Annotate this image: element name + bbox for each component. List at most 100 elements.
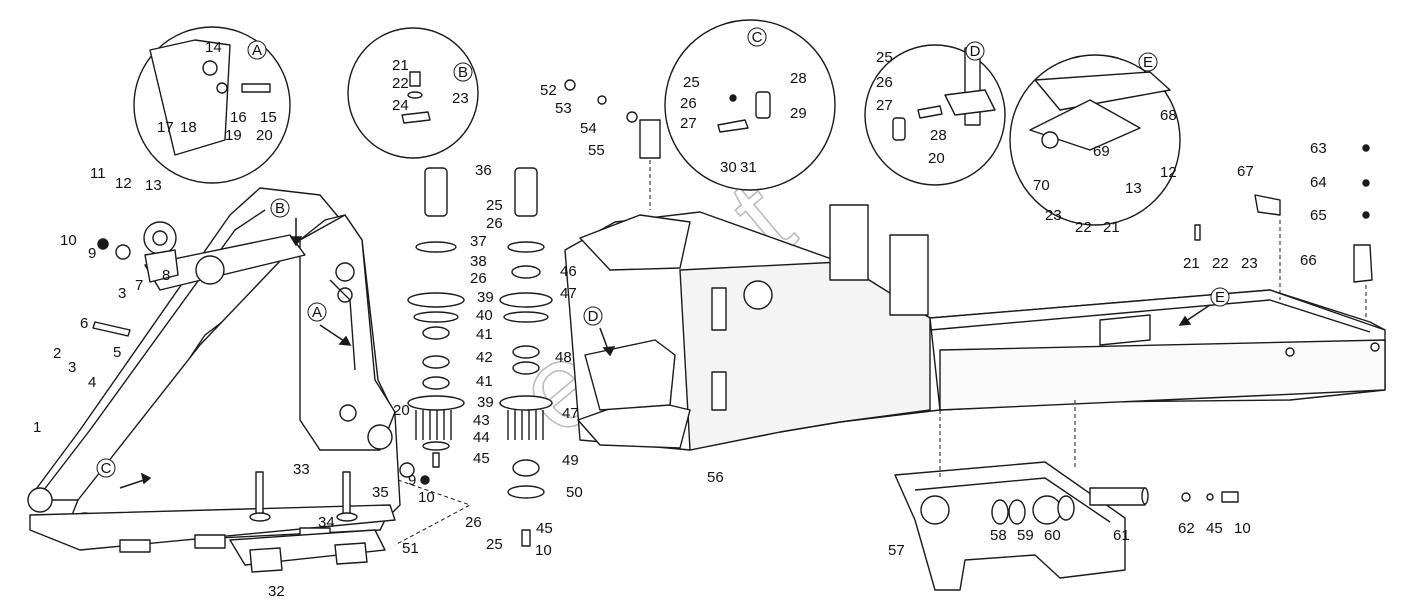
part-label-21: 21 (1103, 219, 1120, 236)
bracket-66 (1353, 244, 1373, 283)
part-label-23: 23 (1241, 255, 1258, 272)
part-label-55: 55 (588, 142, 605, 159)
detail-c-sleeve (755, 91, 771, 119)
callout-e-letter-2: E (1215, 289, 1225, 306)
chassis-rail-inner (929, 299, 1371, 333)
bearing-42b (512, 345, 540, 359)
part-label-10: 10 (535, 542, 552, 559)
chassis-bracket-a (711, 287, 727, 331)
detail-b-clip (401, 111, 431, 124)
part-label-33: 33 (293, 461, 310, 478)
part-label-24: 24 (392, 97, 409, 114)
part-label-12: 12 (1160, 164, 1177, 181)
part-label-8: 8 (162, 267, 170, 284)
part-label-9: 9 (408, 472, 416, 489)
detail-e-frame (1034, 71, 1171, 111)
chassis-hole-2 (1370, 342, 1380, 352)
main-chassis (564, 204, 1386, 451)
ring-40a (413, 311, 459, 323)
bolt-20b (339, 404, 357, 422)
stud-33a (255, 471, 264, 518)
part-label-44: 44 (473, 429, 490, 446)
part-label-70: 70 (1033, 177, 1050, 194)
part-label-64: 64 (1310, 174, 1327, 191)
boom-pivot-right (335, 262, 355, 282)
part-label-22: 22 (1075, 219, 1092, 236)
part-label-58: 58 (990, 527, 1007, 544)
part-label-53: 53 (555, 100, 572, 117)
bearing-41b (422, 376, 450, 390)
boom-crossbar (144, 234, 306, 291)
part-label-49: 49 (562, 452, 579, 469)
sleeve-36a (424, 167, 448, 217)
boom-hose (329, 279, 356, 371)
bearing-41a (422, 326, 450, 340)
part-label-26: 26 (876, 74, 893, 91)
washer-58 (991, 499, 1009, 525)
leader-lines (394, 160, 1367, 546)
slewing-stack (407, 167, 553, 547)
callout-d-letter-1: D (970, 43, 981, 60)
callout-c-boom (96, 458, 116, 478)
part-label-26: 26 (486, 215, 503, 232)
part-label-51: 51 (402, 540, 419, 557)
callout-d-detail (965, 41, 985, 61)
stud-33a-base (249, 512, 271, 522)
part-label-30: 30 (720, 159, 737, 176)
chassis-block-e (1099, 314, 1151, 346)
part-label-9: 9 (88, 245, 96, 262)
part-label-25: 25 (683, 74, 700, 91)
part-label-38: 38 (470, 253, 487, 270)
callout-a-letter-2: A (312, 304, 322, 321)
callout-a-letter-1: A (252, 42, 262, 59)
boom-pivot-left-inner (152, 230, 168, 246)
part-label-23: 23 (1045, 207, 1062, 224)
washer-45c (1206, 493, 1214, 501)
part-label-46: 46 (560, 263, 577, 280)
bushing-60 (1032, 495, 1062, 525)
part-label-39: 39 (477, 394, 494, 411)
part-label-21: 21 (1183, 255, 1200, 272)
part-label-63: 63 (1310, 140, 1327, 157)
part-label-25: 25 (486, 197, 503, 214)
detail-a-pin (202, 60, 218, 76)
swivel-35 (367, 424, 393, 450)
part-label-20: 20 (393, 402, 410, 419)
chassis-bracket-b (711, 371, 727, 411)
boom-front-plate (299, 214, 396, 451)
part-label-21: 21 (392, 57, 409, 74)
part-label-45: 45 (536, 520, 553, 537)
arrows (119, 218, 1211, 489)
chassis-turntable-upper (579, 214, 691, 271)
part-label-61: 61 (1113, 527, 1130, 544)
part-label-18: 18 (180, 119, 197, 136)
callout-b-detail (453, 62, 473, 82)
arrow-d (599, 327, 616, 357)
plate-47b (499, 395, 553, 411)
detail-a-washer (216, 82, 228, 94)
part-label-60: 60 (1044, 527, 1061, 544)
boom-back-inner (39, 209, 266, 496)
bracket-55-group (564, 79, 661, 159)
arrow-c (119, 472, 152, 489)
part-label-26: 26 (465, 514, 482, 531)
detail-b-washer (407, 91, 423, 99)
part-label-45: 45 (1206, 520, 1223, 537)
bolt-10d (1221, 491, 1239, 503)
part-label-10: 10 (1234, 520, 1251, 537)
callout-a-detail (247, 40, 267, 60)
part-label-36: 36 (475, 162, 492, 179)
callout-d-letter-2: D (588, 308, 599, 325)
part-label-6: 6 (80, 315, 88, 332)
mount-feet-32 (249, 542, 368, 573)
callout-e-detail (1138, 52, 1158, 72)
callout-markers (96, 27, 1230, 478)
bearing-42a (422, 355, 450, 369)
detail-d-sleeve (892, 117, 906, 141)
part-label-1: 1 (33, 419, 41, 436)
part-label-50: 50 (566, 484, 583, 501)
part-label-26: 26 (680, 95, 697, 112)
part-label-28: 28 (930, 127, 947, 144)
